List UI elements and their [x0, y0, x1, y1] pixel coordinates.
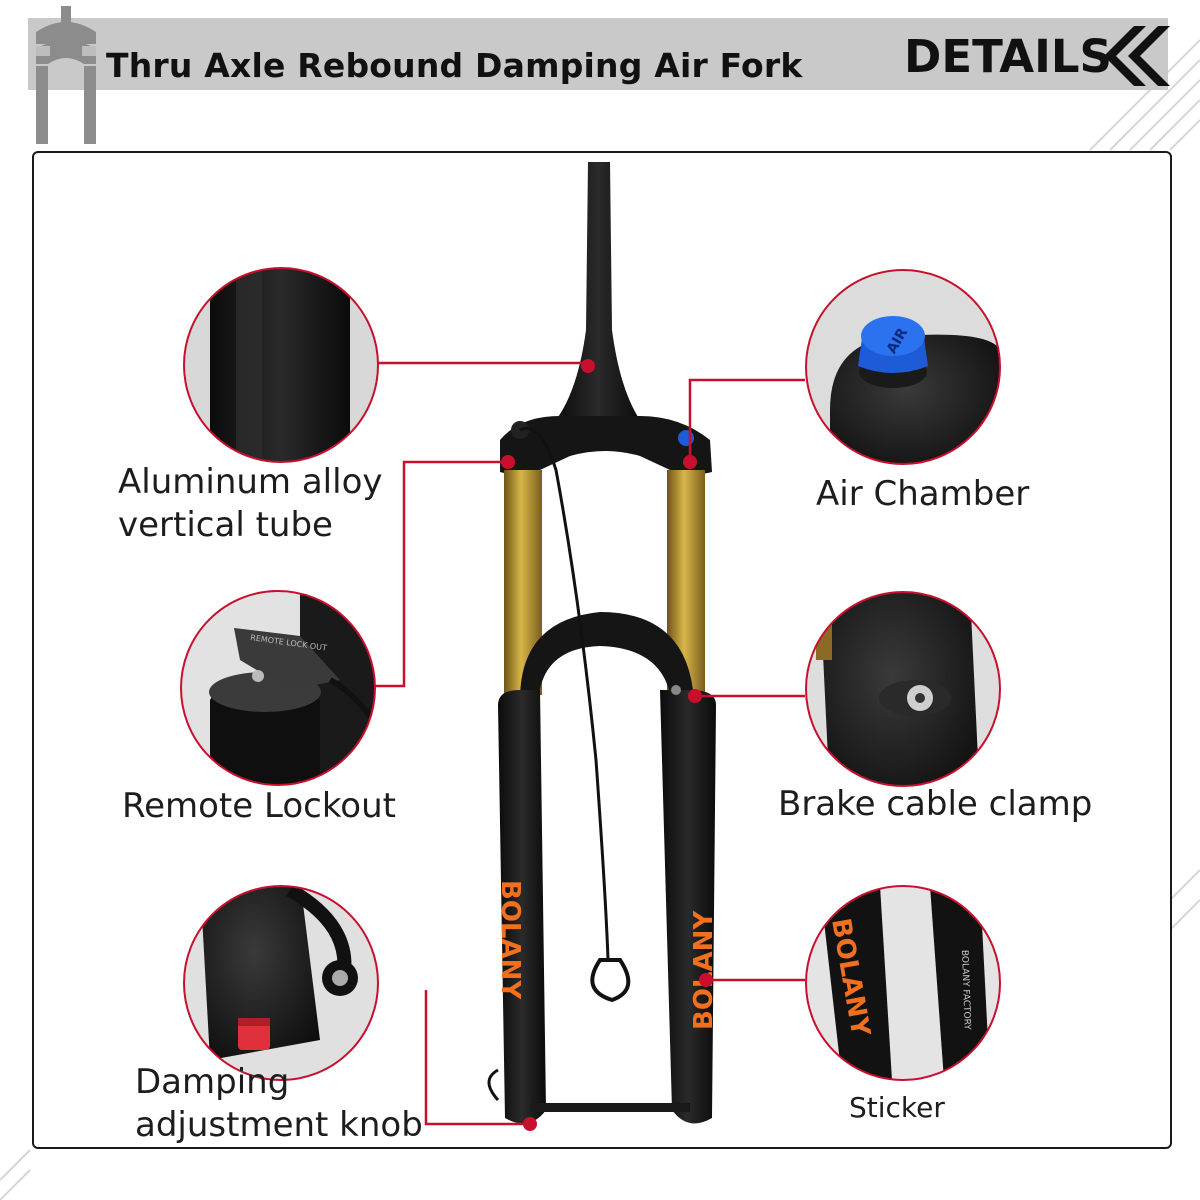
label-brake-cable-clamp: Brake cable clamp	[778, 784, 1093, 824]
zoom-remote-lockout: REMOTE LOCK OUT	[180, 590, 376, 786]
zoom-air-chamber: AIR	[805, 269, 1001, 465]
fork-icon	[36, 6, 96, 144]
label-vertical-tube-line2: vertical tube	[118, 505, 333, 545]
zoom-vertical-tube	[183, 267, 379, 463]
zoom-sticker: BOLANY BOLANY FACTORY	[805, 885, 1001, 1081]
label-damping-knob-line1: Damping	[135, 1062, 290, 1102]
details-heading: DETAILS	[904, 30, 1112, 83]
leader-lines	[375, 361, 805, 1126]
label-damping-knob-line2: adjustment knob	[135, 1105, 423, 1145]
fork-image: BOLANY BOLANY	[487, 162, 719, 1124]
fork-brand-left: BOLANY	[495, 880, 525, 1000]
zoom-brake-cable-clamp	[805, 591, 1001, 787]
zoom-damping-knob	[183, 885, 379, 1081]
label-vertical-tube-line1: Aluminum alloy	[118, 462, 383, 502]
fork-brand-right: BOLANY	[689, 910, 719, 1030]
double-chevron-left-icon	[1104, 26, 1170, 86]
label-remote-lockout: Remote Lockout	[122, 786, 396, 826]
label-sticker: Sticker	[849, 1091, 945, 1124]
label-damping-knob: Damping adjustment knob	[135, 1061, 423, 1147]
sticker-factory-text: BOLANY FACTORY	[959, 950, 972, 1031]
page-title: Thru Axle Rebound Damping Air Fork	[106, 46, 803, 85]
label-air-chamber: Air Chamber	[816, 474, 1030, 514]
leader-dots	[501, 359, 713, 1131]
label-vertical-tube: Aluminum alloy vertical tube	[118, 461, 383, 547]
header-bar	[28, 18, 1168, 90]
